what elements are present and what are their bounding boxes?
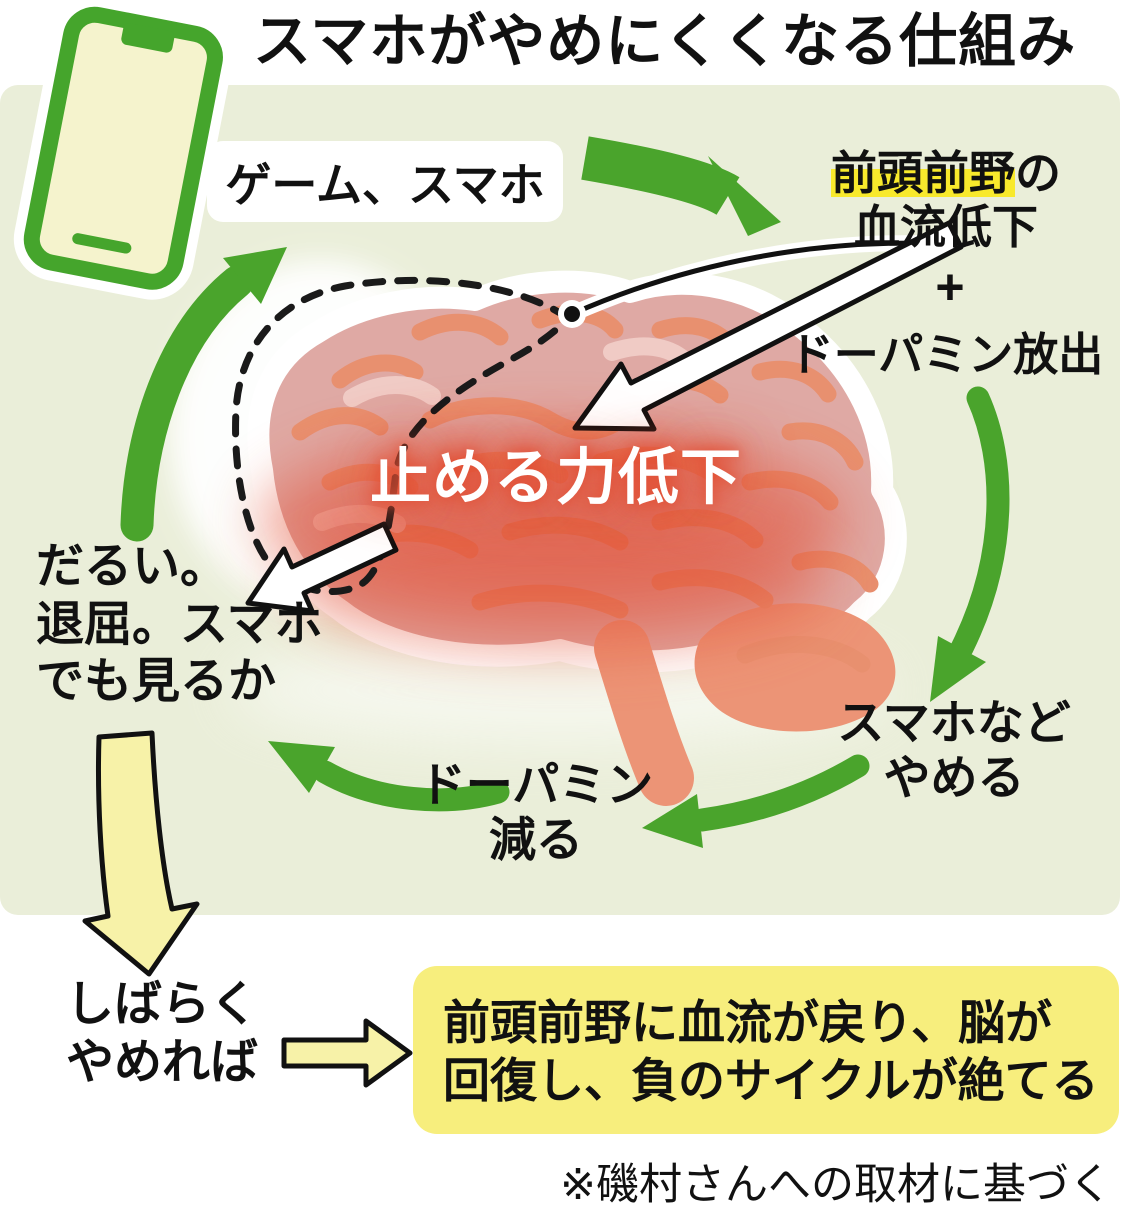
dopamine-release-label: ドーパミン放出 [788, 329, 1104, 380]
bored-line2: 退屈。スマホ [36, 597, 323, 651]
plus-sign: + [935, 259, 965, 315]
prefrontal-line1: 前頭前野の [790, 146, 1102, 200]
bored-label: だるい。 退屈。スマホ でも見るか [36, 538, 323, 711]
prefrontal-highlighted-text: 前頭前野 [831, 147, 1015, 199]
trigger-label: ゲーム、スマホ [207, 141, 563, 222]
phone-home-bar [72, 233, 132, 254]
dopamine-decrease-line1: ドーパミン [418, 758, 654, 811]
recovery-result-line2: 回復し、負のサイクルが絶てる [443, 1054, 1099, 1108]
bored-line3: でも見るか [36, 655, 277, 709]
bored-to-quitawhile-arrow [82, 730, 200, 977]
brain-stem [594, 620, 694, 806]
quit-line2: やめる [883, 751, 1025, 805]
quit-line1: スマホなど [837, 696, 1071, 749]
cycle-arrow-decrease-to-bored [268, 741, 510, 812]
quit-awhile-line2: やめれば [66, 1035, 259, 1089]
cycle-arrow-bored-to-trigger [120, 247, 287, 542]
cycle-arrow-quit-to-decrease [642, 754, 870, 848]
prefrontal-leader-line [558, 235, 956, 328]
label-to-brain-arrow [572, 220, 964, 432]
page-title: スマホがやめにくくなる仕組み [253, 9, 1077, 74]
recovery-result-line1: 前頭前野に血流が戻り、脳が [443, 996, 1053, 1049]
quit-label: スマホなど やめる [808, 695, 1100, 806]
cycle-arrow-release-to-quit [930, 386, 1010, 702]
prefrontal-line2: 血流低下 [854, 201, 1038, 254]
brain-illustration [247, 270, 907, 806]
quit-awhile-line1: しばらく [66, 978, 259, 1031]
quitawhile-to-result-arrow [281, 1018, 413, 1088]
dopamine-decrease-label: ドーパミン 減る [400, 757, 672, 868]
cycle-arrow-trigger-to-prefrontal [581, 136, 781, 236]
prefrontal-label: 前頭前野の 血流低下 [790, 146, 1102, 255]
quit-awhile-label: しばらく やめれば [66, 976, 258, 1091]
recovery-result-text: 前頭前野に血流が戻り、脳が 回復し、負のサイクルが絶てる [443, 994, 1099, 1111]
brain-caption: 止める力低下 [369, 443, 742, 511]
phone-notch [121, 23, 175, 53]
recovery-result-box [413, 966, 1119, 1134]
brain-to-bored-arrow [245, 521, 399, 614]
blood-flow-glow-2 [290, 515, 830, 655]
bored-line1: だるい。 [36, 540, 229, 593]
smartphone-icon [13, 0, 233, 300]
prefrontal-tail-text: の [1015, 147, 1061, 199]
trigger-label-text: ゲーム、スマホ [225, 158, 545, 211]
dopamine-decrease-line2: 減る [489, 813, 583, 867]
source-footnote: ※磯村さんへの取材に基づく [559, 1161, 1112, 1209]
